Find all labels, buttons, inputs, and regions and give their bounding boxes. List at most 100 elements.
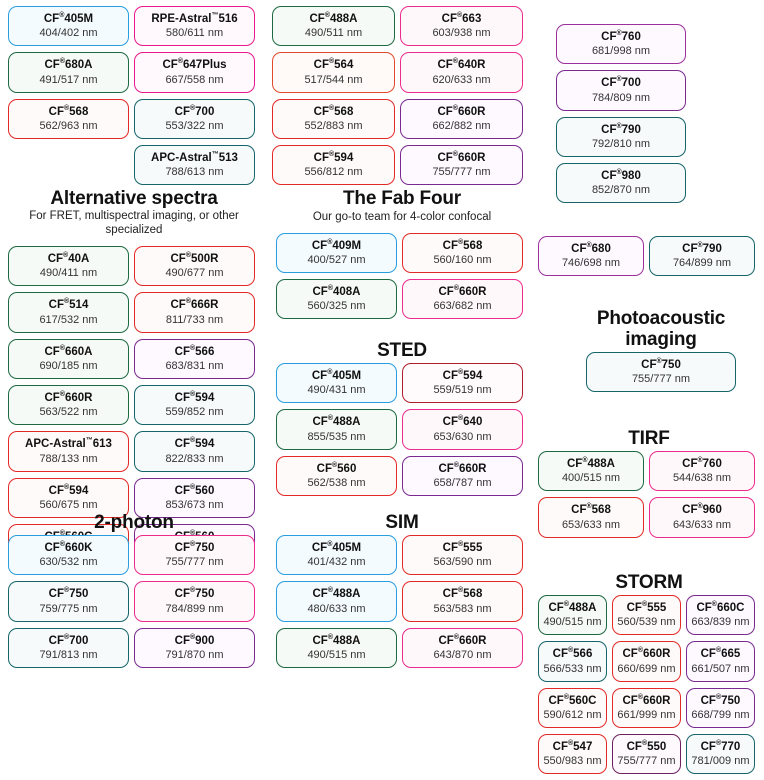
dye-spectra: 746/698 nm: [561, 257, 621, 270]
dye-chip[interactable]: CF®405M 490/431 nm: [276, 362, 397, 404]
dye-name: CF®760: [682, 456, 722, 470]
dye-name: CF®568: [571, 503, 611, 517]
dye-name: CF®660R: [437, 104, 486, 118]
dye-spectra: 560/539 nm: [617, 616, 676, 629]
dye-spectra: 552/883 nm: [304, 120, 363, 133]
dye-spectra: 560/675 nm: [39, 499, 98, 512]
dye-spectra: 490/431 nm: [307, 384, 366, 397]
dye-name: CF®594: [174, 390, 215, 404]
dye-name: CF®405M: [311, 368, 362, 382]
dye-chip[interactable]: CF®594 560/675 nm: [8, 477, 129, 519]
dye-name: CF®560: [316, 461, 357, 475]
dye-spectra: 755/777 nm: [432, 166, 491, 179]
group-subtitle-fab-four: Our go-to team for 4-color confocal: [312, 210, 492, 223]
dye-name: CF®750: [700, 693, 741, 707]
dye-spectra: 759/775 nm: [39, 602, 98, 615]
dye-spectra: 620/633 nm: [432, 73, 491, 86]
dye-spectra: 788/613 nm: [165, 166, 224, 179]
dye-name: CF®770: [700, 739, 741, 753]
dye-name: CF®594: [48, 483, 89, 497]
dye-name: CF®790: [682, 242, 722, 255]
dye-name: CF®700: [48, 633, 89, 647]
dye-name: CF®750: [48, 587, 89, 601]
dye-name: CF®790: [601, 122, 641, 136]
dye-spectra: 690/185 nm: [39, 359, 98, 372]
